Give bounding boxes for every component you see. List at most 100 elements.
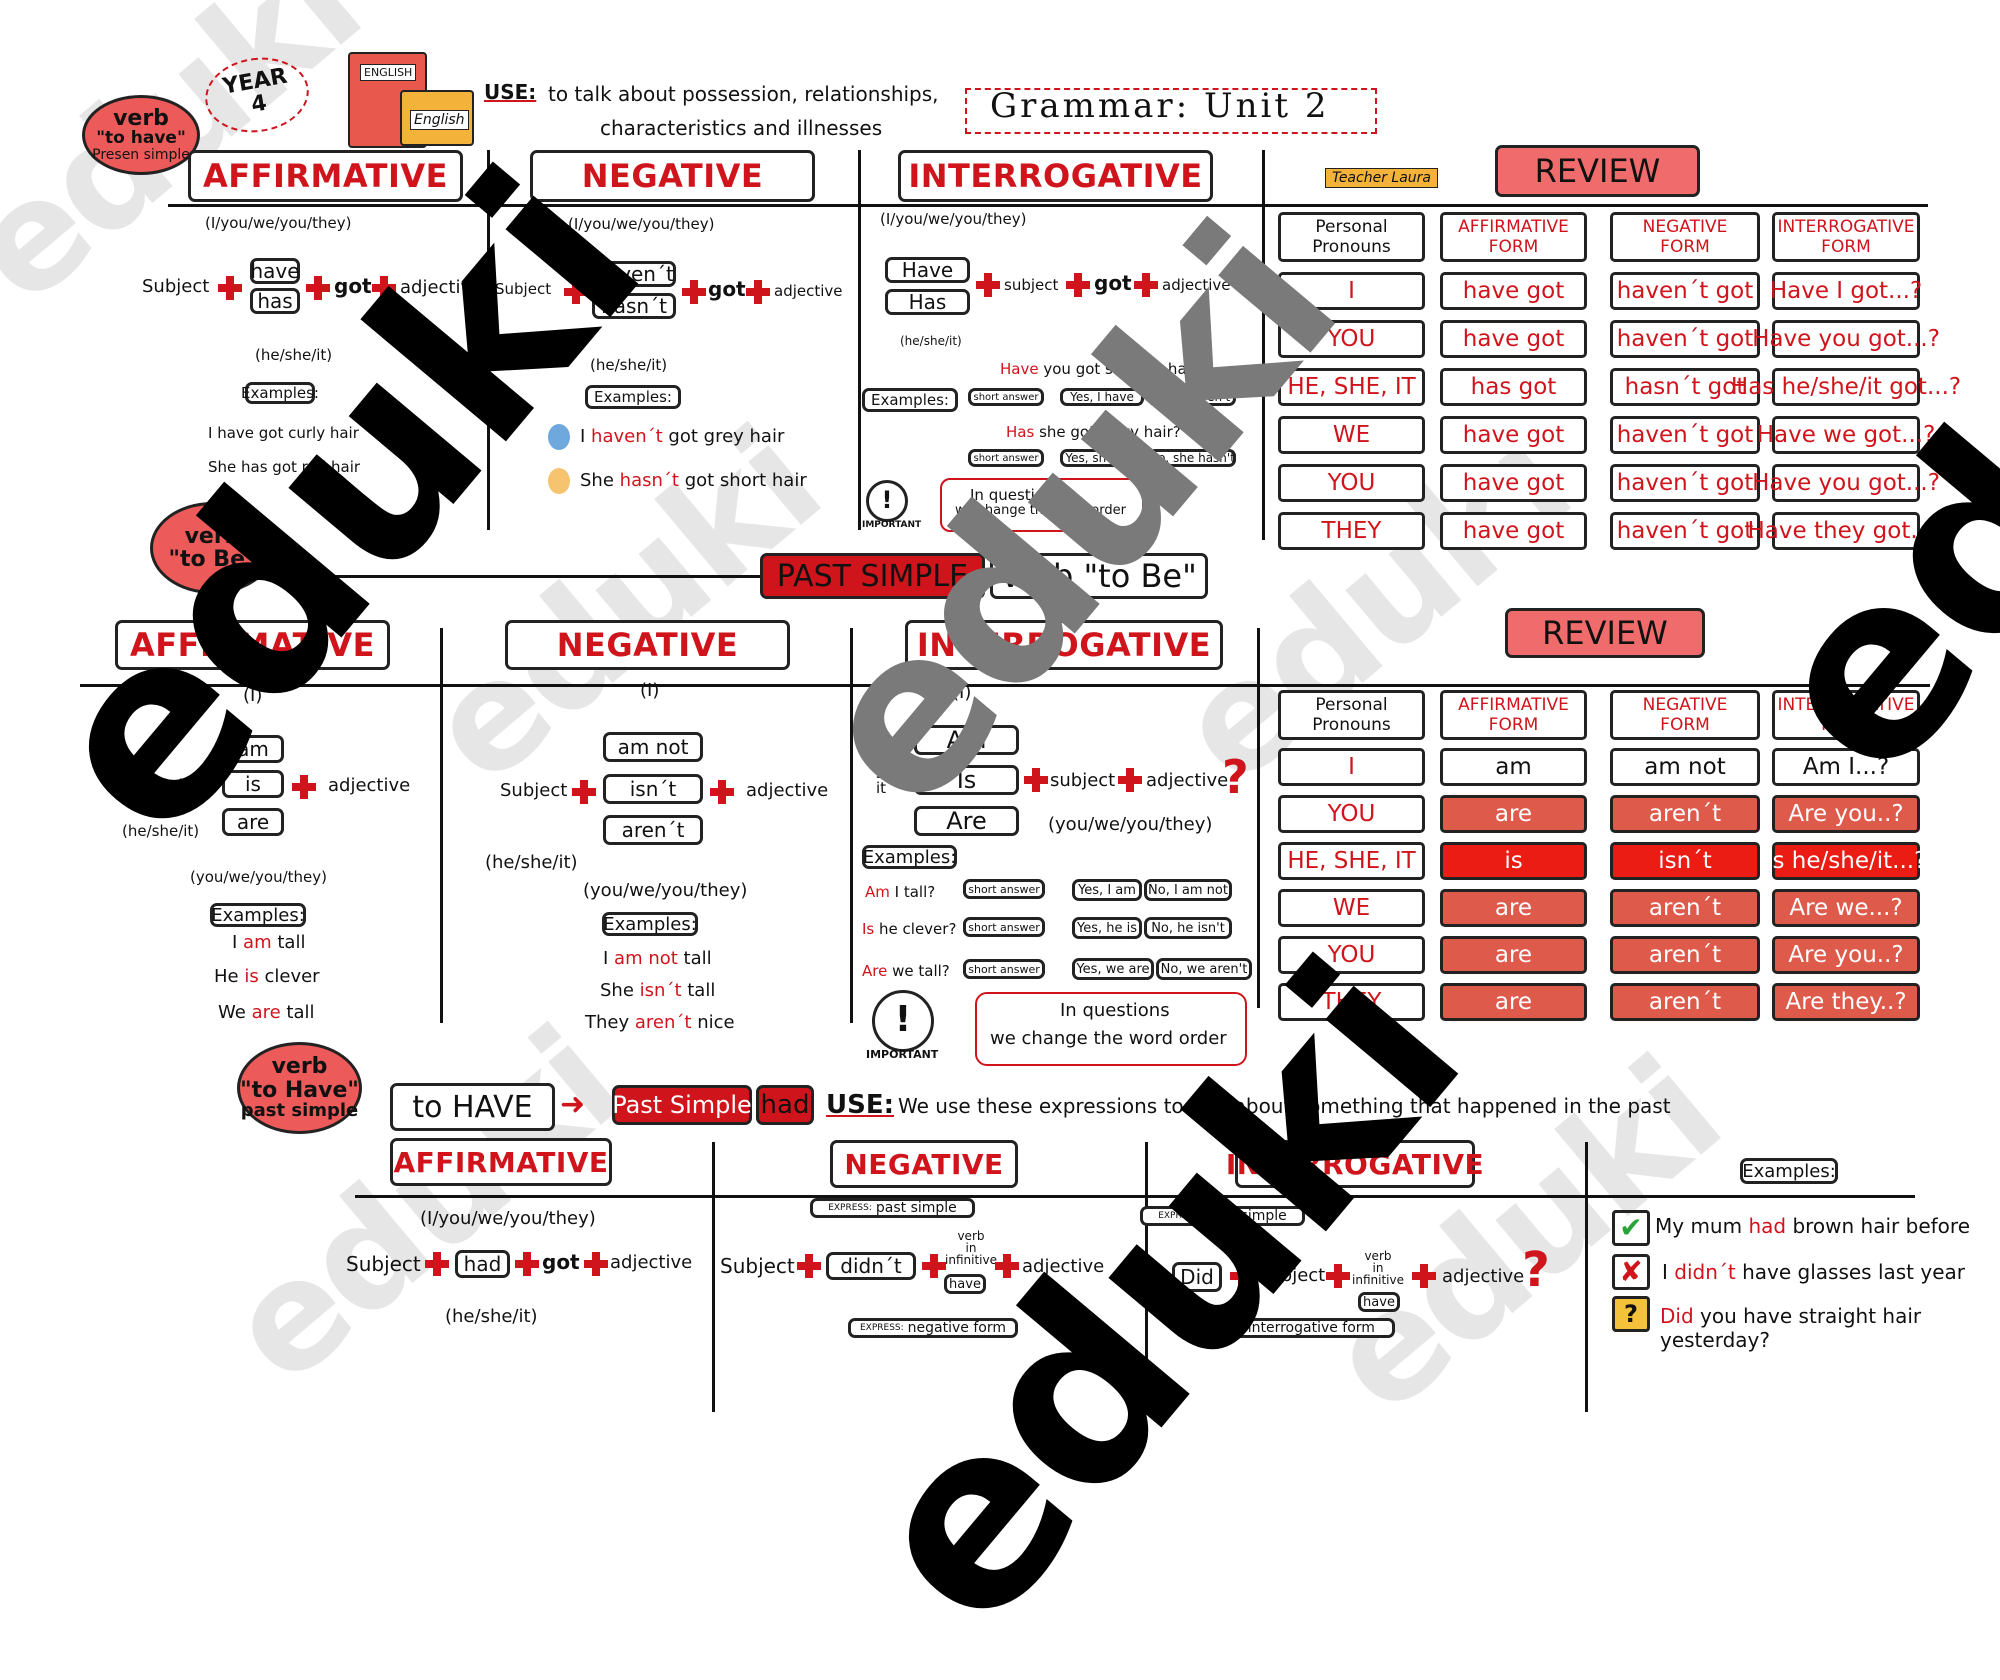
is-box: Is	[914, 765, 1019, 795]
past-simple-label: Past Simple	[612, 1085, 752, 1125]
neg-example-1: I haven´t got grey hair	[580, 426, 784, 447]
are-box: Are	[914, 806, 1019, 836]
q-highlight: Are	[862, 962, 888, 980]
plus-icon	[218, 276, 242, 300]
review-cell: WE	[1278, 889, 1425, 927]
example-1: My mum had brown hair before	[1655, 1214, 1970, 1238]
adjective-label: adjective	[1146, 770, 1229, 791]
pronouns-label: (I/you/we/you/they)	[205, 214, 352, 232]
subject-label: Subject	[495, 280, 552, 298]
ex-highlight: hasn´t	[619, 470, 679, 491]
review-header-text: AFFIRMATIVE	[1458, 694, 1569, 715]
vi: in	[965, 1241, 977, 1255]
q-highlight: Has	[1006, 423, 1035, 441]
express-label: EXPRESS:negative form	[848, 1318, 1018, 1338]
subject-label: Subject	[142, 276, 210, 297]
q-text: she got wavy hair?	[1039, 423, 1181, 441]
divider	[1257, 628, 1260, 1008]
adjective-label: adjective	[774, 282, 843, 300]
review-heading: REVIEW	[1505, 608, 1705, 658]
pron: he	[876, 750, 895, 768]
short-answer-label: short answer	[963, 879, 1045, 899]
ex-text: tall	[277, 932, 306, 953]
express-label: EXPRESS:interrogative form	[1180, 1318, 1395, 1338]
arrow-right-icon: ➜	[560, 1087, 586, 1122]
examples-label: Examples:	[210, 903, 306, 927]
q-text: I tall?	[894, 883, 936, 901]
past-simple-label: PAST SIMPLE	[760, 553, 985, 599]
plus-icon	[976, 273, 1000, 297]
ex-highlight: didn´t	[1674, 1260, 1736, 1284]
boy-avatar-icon	[548, 424, 570, 450]
express-tag: EXPRESS:	[1158, 1211, 1202, 1221]
bubble-line: verb	[113, 106, 169, 132]
ex-highlight: am	[243, 932, 272, 953]
important-label: IMPORTANT	[862, 520, 922, 530]
review-cell: Have I got...?	[1770, 272, 1922, 310]
note-line-2: we change the word order	[955, 503, 1126, 518]
review-cell: haven´t got	[1610, 416, 1760, 454]
ex-text: nice	[697, 1012, 735, 1033]
bubble-line: "to Be"	[168, 547, 257, 572]
unit-title-box	[965, 88, 1377, 134]
check-icon: ✔	[1612, 1210, 1650, 1246]
bubble-line: past simple	[240, 1099, 359, 1121]
did-box: Did	[1172, 1262, 1222, 1292]
review-cell: are	[1440, 795, 1587, 833]
plus-icon	[1230, 1264, 1254, 1288]
review-cell: YOU	[1278, 795, 1425, 833]
express-label: EXPRESS:past simple	[810, 1198, 975, 1218]
review-cell: are	[1440, 889, 1587, 927]
ex-text: I	[580, 426, 586, 447]
review-cell: isn´t	[1610, 842, 1760, 880]
got-label: got	[1094, 271, 1132, 295]
review-cell: hasn´t got	[1610, 368, 1760, 406]
ex-text: clever	[264, 966, 320, 987]
note-box	[940, 478, 1144, 532]
are-box: are	[222, 808, 284, 836]
use-label: USE:	[484, 80, 537, 104]
review-cell: THEY	[1278, 512, 1425, 550]
adjective-label: adjective	[1442, 1266, 1525, 1287]
plus-icon	[306, 276, 330, 300]
review-cell: have got	[1440, 512, 1587, 550]
plus-icon	[292, 775, 316, 799]
q-text: we tall?	[892, 962, 950, 980]
answer-yes: Yes, I am	[1072, 879, 1142, 901]
note-line-2: we change the word order	[990, 1028, 1227, 1049]
plus-icon	[584, 1252, 608, 1276]
have-box: have	[250, 258, 300, 284]
question-icon: ?	[1612, 1296, 1650, 1332]
review-cell: is	[1440, 842, 1587, 880]
pronouns-label: (he/she/it)	[900, 334, 962, 348]
folder-label: English	[410, 110, 469, 130]
ex-text: They	[585, 1012, 630, 1033]
express-value: past simple	[875, 1200, 957, 1216]
divider	[1262, 150, 1265, 540]
arent-box: aren´t	[603, 815, 703, 845]
have-box: have	[944, 1274, 986, 1294]
divider	[440, 628, 443, 1023]
plus-icon	[372, 276, 396, 300]
important-label: IMPORTANT	[866, 1048, 939, 1061]
review-header-text: FORM	[1660, 237, 1710, 257]
review-cell: HE, SHE, IT	[1278, 842, 1425, 880]
divider	[487, 150, 490, 530]
plus-icon	[564, 280, 588, 304]
review-cell: am not	[1610, 748, 1760, 786]
ex-text: My mum	[1655, 1214, 1743, 1238]
aff-example-3: We are tall	[218, 1002, 315, 1023]
review-cell: Are you..?	[1772, 936, 1920, 974]
review-cell: Is he/she/it...?	[1766, 842, 1926, 880]
express-tag: EXPRESS:	[828, 1203, 872, 1213]
ex-text: you have straight hair	[1700, 1304, 1922, 1328]
verb-bubble: verb "to Have" past simple	[237, 1042, 362, 1134]
int-question-3: Are we tall?	[862, 962, 950, 980]
review-cell: Have you got...?	[1752, 464, 1940, 502]
review-cell: WE	[1278, 416, 1425, 454]
plus-icon	[995, 1254, 1019, 1278]
